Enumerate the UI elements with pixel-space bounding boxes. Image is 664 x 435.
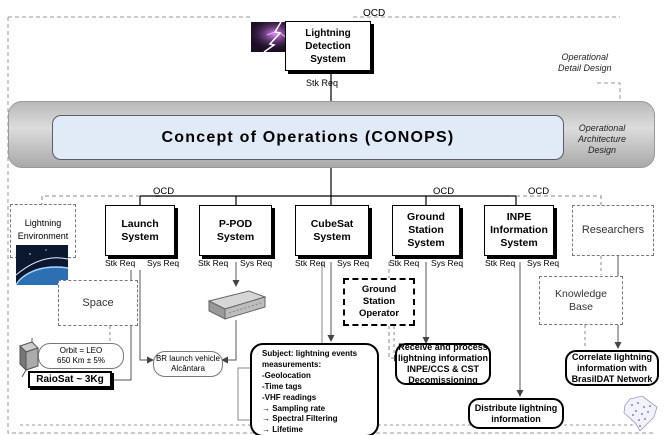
operational-architecture-design-label: Operational Architecture Design bbox=[578, 123, 627, 155]
measurements-title-2: measurements: bbox=[262, 359, 322, 369]
lds-line-1: Lightning bbox=[305, 27, 351, 39]
ocd-label-right: OCD bbox=[528, 186, 550, 197]
space-box: Space bbox=[58, 280, 138, 326]
outer-dashed-frame bbox=[7, 17, 656, 434]
ppod-stk-req: Stk Req bbox=[198, 258, 229, 268]
inpe-stk-req: Stk Req bbox=[485, 258, 516, 268]
measurement-item: → Lifetime bbox=[262, 424, 303, 434]
lds-line-3: System bbox=[310, 53, 346, 65]
measurements-box: Subject: lightning events measurements: … bbox=[250, 343, 379, 435]
measurement-item: -Geolocation bbox=[262, 371, 311, 381]
cubesat-sys-req: Sys Req bbox=[337, 258, 370, 268]
ppod-deployer-image-icon bbox=[207, 290, 267, 320]
launch-stk-req: Stk Req bbox=[105, 258, 136, 268]
lds-line-2: Detection bbox=[305, 40, 351, 52]
ppod-sys-req: Sys Req bbox=[240, 258, 273, 268]
lightning-image-icon bbox=[251, 22, 299, 52]
brazil-map-image-icon bbox=[623, 395, 658, 432]
lightning-detection-system-box: Lightning Detection System bbox=[285, 21, 371, 71]
measurement-item: → Sampling rate bbox=[262, 403, 326, 413]
raiosat-box: RaioSat ~ 3Kg bbox=[28, 371, 112, 388]
stk-req-top: Stk Req bbox=[306, 78, 339, 88]
ground-sys-req: Sys Req bbox=[431, 258, 464, 268]
conops-title: Concept of Operations (CONOPS) bbox=[52, 115, 564, 160]
ocd-label-top: OCD bbox=[363, 8, 386, 19]
ocd-label-middle: OCD bbox=[433, 186, 455, 197]
measurement-item: -Time tags bbox=[262, 382, 302, 392]
cubesat-satellite-image-icon bbox=[19, 338, 39, 378]
launch-sys-req: Sys Req bbox=[147, 258, 180, 268]
earth-orbit-image-icon bbox=[16, 245, 68, 285]
inpe-sys-req: Sys Req bbox=[527, 258, 560, 268]
ground-stk-req: Stk Req bbox=[389, 258, 420, 268]
cubesat-stk-req: Stk Req bbox=[295, 258, 326, 268]
ocd-label-left: OCD bbox=[153, 186, 175, 197]
operational-detail-design-label: Operational Detail Design bbox=[558, 52, 612, 73]
measurement-item: -VHF readings bbox=[262, 392, 317, 402]
measurements-title-1: Subject: lightning events bbox=[262, 349, 358, 358]
researchers-box: Researchers bbox=[572, 205, 654, 256]
measurement-item: → Spectral Filtering bbox=[262, 414, 338, 424]
